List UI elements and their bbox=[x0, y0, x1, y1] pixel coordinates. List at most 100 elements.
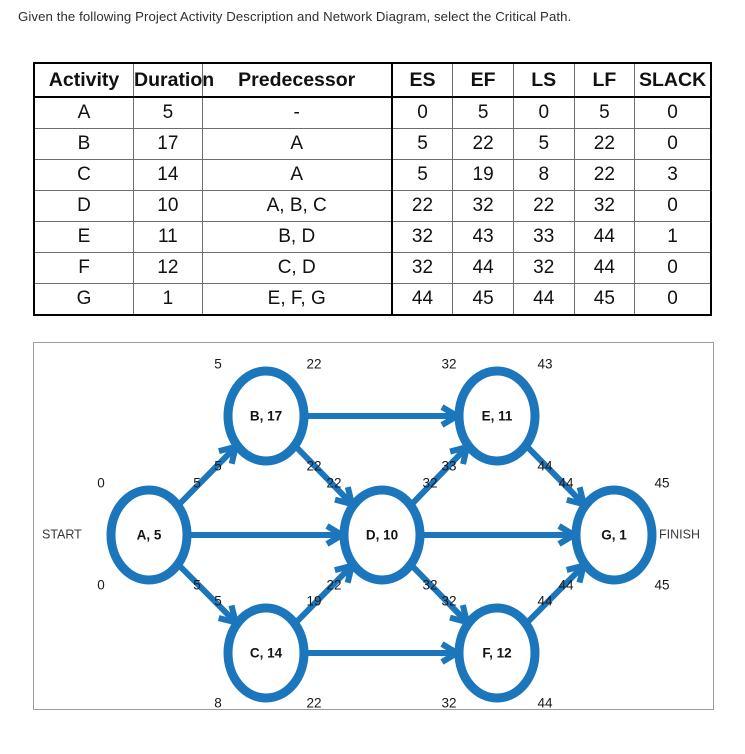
node-label-B: B, 17 bbox=[250, 409, 282, 424]
node-C-tr-value: 19 bbox=[306, 594, 321, 609]
column-header-ef: EF bbox=[452, 62, 514, 98]
node-D-br-value: 32 bbox=[422, 578, 437, 593]
cell-slack: 0 bbox=[634, 190, 713, 222]
edge-line-D-E bbox=[408, 447, 467, 508]
cell-activity: G bbox=[33, 283, 135, 316]
node-D-tl-value: 22 bbox=[326, 476, 341, 491]
node-ring-E bbox=[454, 366, 540, 466]
node-label-E: E, 11 bbox=[482, 409, 513, 424]
node-ring-B bbox=[223, 366, 309, 466]
finish-label: FINISH bbox=[659, 527, 700, 541]
node-ring-A bbox=[106, 485, 192, 585]
cell-duration: 14 bbox=[133, 159, 203, 191]
node-G-br-value: 45 bbox=[654, 578, 669, 593]
cell-ls: 8 bbox=[512, 159, 575, 191]
cell-predecessor: E, F, G bbox=[201, 283, 393, 316]
cell-duration: 5 bbox=[133, 96, 203, 129]
node-C-br-value: 22 bbox=[306, 696, 321, 711]
cell-ef: 22 bbox=[452, 128, 514, 160]
edge-line-B-D bbox=[292, 443, 352, 504]
edge-C-F bbox=[304, 641, 463, 665]
cell-duration: 12 bbox=[133, 252, 203, 284]
cell-ls: 44 bbox=[512, 283, 575, 316]
node-label-F: F, 12 bbox=[482, 646, 511, 661]
edge-line-D-F bbox=[408, 562, 467, 622]
node-C-tl-value: 5 bbox=[214, 594, 222, 609]
cell-es: 32 bbox=[390, 221, 454, 253]
node-A-br-value: 5 bbox=[193, 578, 201, 593]
cell-slack: 0 bbox=[634, 283, 713, 316]
cell-activity: A bbox=[33, 96, 135, 129]
table-row: A 5 - 0 5 0 5 0 bbox=[33, 96, 713, 129]
edge-A-B bbox=[175, 442, 240, 508]
cell-es: 32 bbox=[390, 252, 454, 284]
cell-slack: 0 bbox=[634, 252, 713, 284]
edge-A-C bbox=[175, 562, 240, 627]
edge-line-A-B bbox=[175, 447, 236, 508]
edge-B-D bbox=[292, 443, 356, 509]
cell-ef: 19 bbox=[452, 159, 514, 191]
cell-es: 22 bbox=[390, 190, 454, 222]
table-row: C 14 A 5 19 8 22 3 bbox=[33, 159, 713, 191]
node-label-D: D, 10 bbox=[366, 528, 398, 543]
question-prompt: Given the following Project Activity Des… bbox=[18, 9, 572, 24]
node-E-tl-value: 32 bbox=[441, 357, 456, 372]
cell-lf: 5 bbox=[573, 96, 636, 129]
cell-es: 5 bbox=[390, 128, 454, 160]
cell-duration: 10 bbox=[133, 190, 203, 222]
node-E-bl-value: 33 bbox=[441, 459, 456, 474]
node-ring-C bbox=[223, 603, 309, 703]
cell-predecessor: - bbox=[201, 96, 393, 129]
cell-activity: B bbox=[33, 128, 135, 160]
edge-line-E-G bbox=[523, 443, 584, 504]
start-label: START bbox=[42, 527, 82, 541]
node-G-tl-value: 44 bbox=[558, 476, 574, 491]
cell-predecessor: A bbox=[201, 128, 393, 160]
cell-lf: 32 bbox=[573, 190, 636, 222]
cell-ef: 5 bbox=[452, 96, 514, 129]
table-header-row: Activity Duration Predecessor ES EF LS L… bbox=[33, 62, 713, 98]
cell-duration: 17 bbox=[133, 128, 203, 160]
cell-predecessor: B, D bbox=[201, 221, 393, 253]
column-header-lf: LF bbox=[573, 62, 636, 98]
cell-ef: 32 bbox=[452, 190, 514, 222]
column-header-es: ES bbox=[390, 62, 454, 98]
node-G-bl-value: 44 bbox=[558, 578, 574, 593]
column-header-activity: Activity bbox=[33, 62, 135, 98]
cell-activity: E bbox=[33, 221, 135, 253]
edge-B-E bbox=[304, 404, 463, 428]
node-B-br-value: 22 bbox=[306, 459, 321, 474]
cell-slack: 1 bbox=[634, 221, 713, 253]
cell-ls: 22 bbox=[512, 190, 575, 222]
cell-ef: 43 bbox=[452, 221, 514, 253]
edge-D-G bbox=[420, 523, 580, 547]
cell-slack: 0 bbox=[634, 96, 713, 129]
cell-duration: 1 bbox=[133, 283, 203, 316]
node-F-br-value: 44 bbox=[537, 696, 553, 711]
cell-slack: 3 bbox=[634, 159, 713, 191]
edge-F-G bbox=[523, 561, 588, 626]
cell-lf: 22 bbox=[573, 128, 636, 160]
cell-ls: 32 bbox=[512, 252, 575, 284]
cell-es: 5 bbox=[390, 159, 454, 191]
cell-es: 0 bbox=[390, 96, 454, 129]
cell-lf: 44 bbox=[573, 252, 636, 284]
node-ring-F bbox=[454, 603, 540, 703]
node-label-C: C, 14 bbox=[250, 646, 283, 661]
cell-ls: 5 bbox=[512, 128, 575, 160]
node-G-tr-value: 45 bbox=[654, 476, 669, 491]
cell-predecessor: C, D bbox=[201, 252, 393, 284]
node-E-tr-value: 43 bbox=[537, 357, 552, 372]
node-label-A: A, 5 bbox=[137, 528, 162, 543]
cell-ef: 44 bbox=[452, 252, 514, 284]
table-row: B 17 A 5 22 5 22 0 bbox=[33, 128, 713, 160]
node-ring-D bbox=[339, 485, 425, 585]
table-row: E 11 B, D 32 43 33 44 1 bbox=[33, 221, 713, 253]
